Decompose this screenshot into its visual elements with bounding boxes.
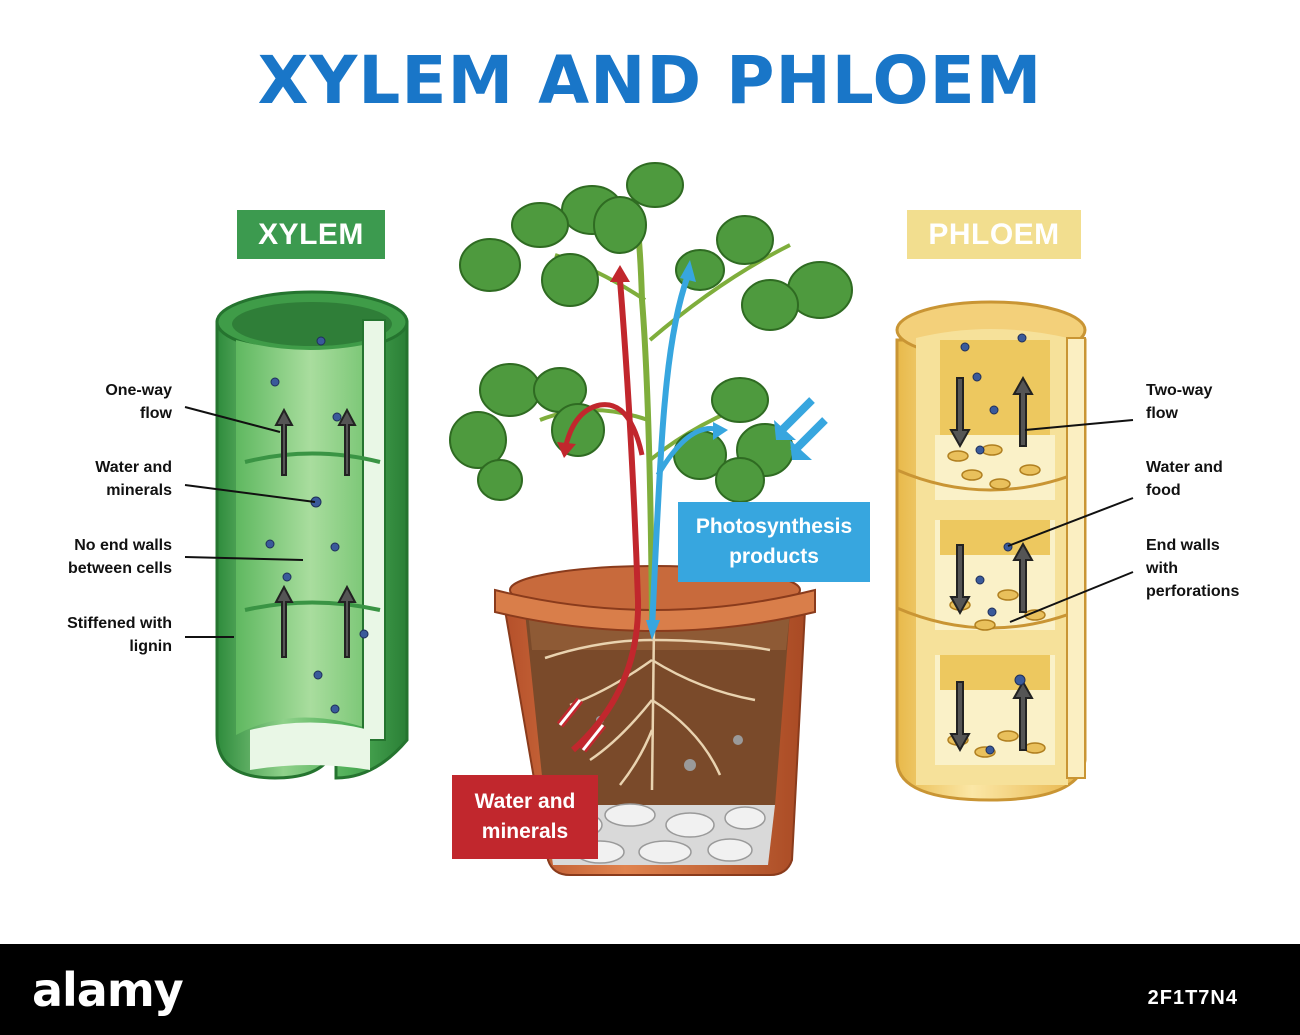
xylem-vessel	[215, 290, 409, 780]
phloem-arrows	[949, 375, 1034, 753]
phloem-label-content: Water and food	[1146, 459, 1223, 499]
xylem-label-lignin: Stiffened with lignin	[67, 615, 172, 655]
image-code: 2F1T7N4	[1147, 987, 1238, 1009]
xylem-leader-lines	[184, 406, 316, 638]
plant-stem-and-leaves	[449, 162, 853, 621]
xylem-label-walls: No end walls between cells	[67, 537, 172, 577]
footer-bar	[0, 944, 1300, 1035]
xylem-label-content: Water and minerals	[95, 459, 172, 499]
xylem-heading: XYLEM	[237, 210, 385, 259]
phloem-leader-lines	[1007, 419, 1134, 623]
transport-arrows	[556, 260, 828, 753]
brand-logo: alamy	[32, 963, 184, 1017]
xylem-arrows	[274, 407, 357, 658]
xylem-particles	[265, 336, 369, 714]
water-and-minerals-box: Water and minerals	[452, 775, 598, 859]
phloem-particles	[960, 333, 1027, 755]
phloem-vessel	[895, 300, 1087, 802]
phloem-heading: PHLOEM	[907, 210, 1081, 259]
xylem-label-flow: One-way flow	[105, 382, 172, 422]
phloem-label-walls: End walls with perforations	[1146, 537, 1240, 600]
photosynthesis-products-box: Photosynthesis products	[678, 502, 870, 582]
phloem-label-flow: Two-way flow	[1146, 382, 1213, 422]
page-title: XYLEM AND PHLOEM	[257, 42, 1043, 119]
